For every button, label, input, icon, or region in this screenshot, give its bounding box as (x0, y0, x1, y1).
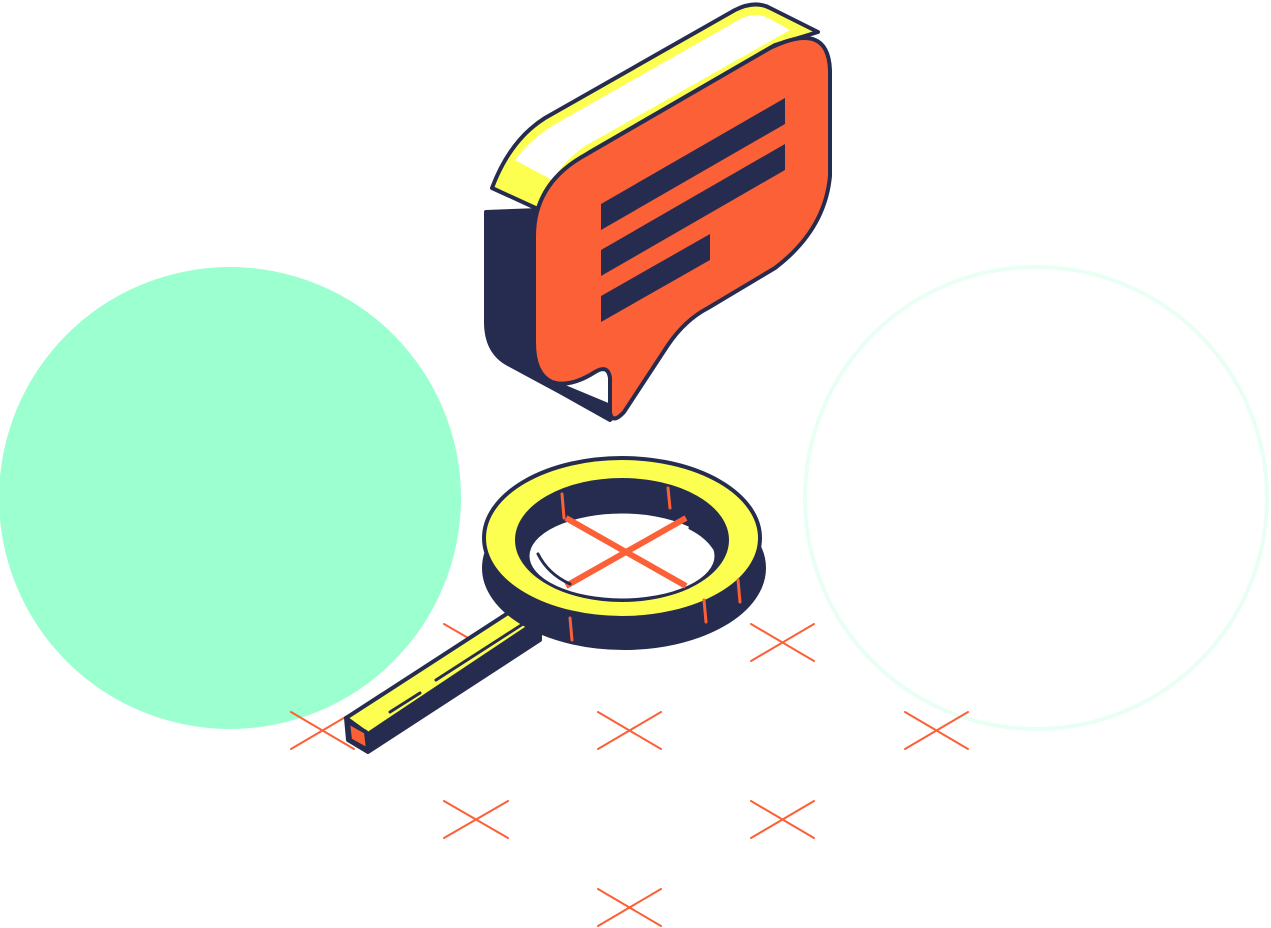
mint-outline-circle (803, 265, 1269, 731)
lens-shine (688, 526, 716, 550)
x-mark (750, 800, 815, 839)
magnifying-glass-handle-cap (346, 720, 370, 752)
magnifying-glass-icon (344, 456, 766, 754)
speech-bubble-highlight (515, 15, 790, 180)
x-mark (443, 800, 509, 839)
x-mark (290, 711, 355, 750)
speech-bubble-text-line (601, 98, 785, 230)
handle-detail-line (434, 620, 528, 682)
speech-bubble-icon (484, 2, 832, 422)
rim-ticks (560, 486, 742, 642)
lens-shine (536, 552, 572, 586)
speech-bubble-text-line (601, 144, 785, 276)
x-mark (904, 711, 969, 750)
x-mark (597, 888, 662, 927)
speech-bubble-text-line (601, 234, 710, 322)
handle-detail-line (388, 691, 422, 714)
mint-filled-circle (0, 267, 461, 729)
x-mark (597, 711, 662, 750)
x-marks-pattern (290, 623, 969, 927)
x-mark (750, 623, 815, 662)
lens-x-mark (564, 515, 688, 589)
